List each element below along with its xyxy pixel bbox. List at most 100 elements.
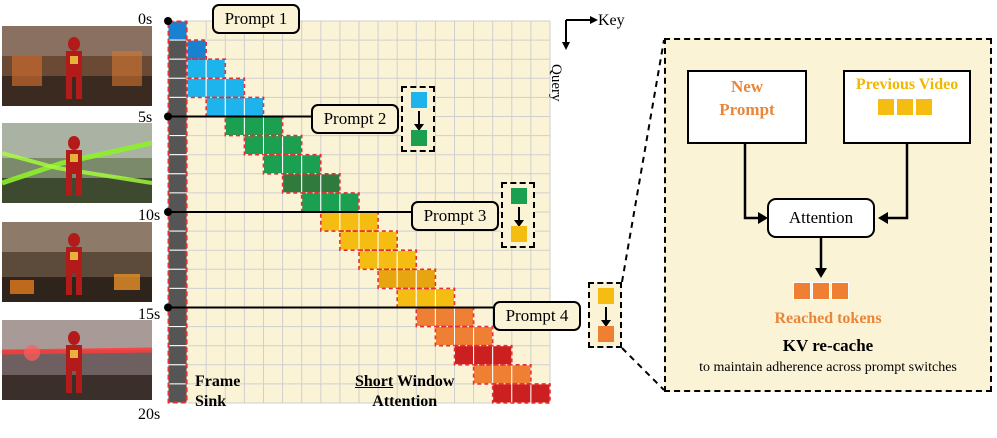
window-cell (396, 249, 417, 270)
window-cell (396, 268, 417, 289)
prompt-switch-marker (164, 112, 172, 121)
window-cell (339, 230, 360, 251)
window-cell (301, 192, 322, 213)
prompt-switch-3-4 (588, 282, 622, 348)
time-label-0s: 0s (138, 11, 153, 28)
short-window-line1: Short Window (355, 372, 454, 392)
window-word: Window (393, 373, 455, 390)
window-cell (282, 135, 303, 156)
previous-video-label: Previous Video (855, 76, 959, 93)
prompt-3-swatch (511, 226, 527, 242)
frame-sink-cell (167, 383, 188, 404)
frame-sink-cell (167, 77, 188, 98)
frame-sink-cell (167, 249, 188, 270)
window-cell (415, 307, 436, 328)
video-token (896, 98, 914, 116)
window-cell (243, 96, 264, 118)
frame-sink-cell (167, 230, 188, 251)
window-cell (301, 173, 322, 194)
new-prompt-node: New Prompt (687, 70, 807, 144)
window-cell (339, 192, 360, 213)
frame-sink-cell (167, 39, 188, 60)
frame-sink-cell (167, 173, 188, 194)
previous-video-node: Previous Video (843, 70, 971, 144)
window-cell (454, 326, 475, 347)
frame-sink-cell (167, 96, 188, 118)
window-cell (243, 135, 264, 156)
prompt-2-swatch (511, 188, 527, 204)
window-cell (282, 173, 303, 194)
prompt-switch-2-3 (501, 182, 535, 248)
window-cell (358, 249, 379, 270)
window-cell (377, 268, 398, 289)
frame-sink-cell (167, 211, 188, 232)
window-cell (301, 154, 322, 175)
key-axis-label: Key (598, 12, 625, 29)
window-cell (377, 230, 398, 251)
video-token (877, 98, 895, 116)
window-cell (492, 383, 513, 404)
new-prompt-line1: New (730, 77, 764, 96)
window-cell (434, 287, 455, 308)
kv-recache-panel: New Prompt Previous Video Attention Reac… (664, 38, 992, 392)
frame-sink-line1: Frame (195, 373, 241, 390)
window-cell (205, 77, 226, 98)
frame-sink-cell (167, 135, 188, 156)
window-cell (415, 268, 436, 289)
window-cell (454, 345, 475, 366)
frame-sink-cell (167, 364, 188, 385)
frame-sink-cell (167, 326, 188, 347)
prompt-4-box: Prompt 4 (493, 301, 581, 331)
prompt-2-swatch (411, 130, 427, 146)
down-arrow-icon (601, 307, 611, 327)
window-cell (205, 96, 226, 118)
new-prompt-line2: Prompt (719, 99, 775, 119)
window-cell (282, 154, 303, 175)
prompt-switch-marker (164, 208, 172, 216)
window-cell (263, 135, 284, 156)
frame-sink-caption: Frame Sink (195, 372, 240, 412)
video-frame-2 (2, 123, 152, 203)
prompt-1-swatch (411, 92, 427, 108)
window-cell (511, 383, 532, 404)
frame-sink-cell (167, 20, 188, 41)
recached-token-row (793, 282, 853, 302)
window-cell (320, 192, 341, 213)
attention-word: Attention (372, 393, 438, 410)
recached-tokens-label: Reached tokens (774, 310, 882, 327)
window-cell (511, 364, 532, 385)
frame-sink-cell (167, 116, 188, 137)
window-outline (491, 383, 551, 404)
video-frame-4 (2, 320, 152, 400)
start-marker (164, 17, 172, 25)
frame-sink-line2: Sink (195, 393, 227, 410)
window-cell (263, 154, 284, 175)
window-cell (530, 383, 551, 404)
window-cell (186, 77, 207, 98)
window-cell (320, 173, 341, 194)
window-cell (415, 287, 436, 308)
frame-sink-cell (167, 58, 188, 79)
time-label-5s: 5s (138, 109, 153, 126)
video-frame-1 (2, 26, 152, 106)
window-cell (358, 230, 379, 251)
short-underlined: Short (355, 373, 394, 390)
prompt-3-swatch (598, 288, 614, 304)
window-cell (396, 287, 417, 308)
prompt-switch-1-2 (401, 86, 435, 152)
frame-sink-cell (167, 287, 188, 308)
window-cell (224, 116, 245, 137)
window-cell (492, 345, 513, 366)
kv-recache-subtitle: to maintain adherence across prompt swit… (699, 360, 957, 375)
time-label-10s: 10s (138, 207, 161, 224)
frame-sink-cell (167, 307, 188, 328)
video-frame-3 (2, 222, 152, 302)
window-cell (205, 58, 226, 79)
kv-recache-title: KV re-cache (782, 336, 874, 355)
window-cell (473, 345, 494, 366)
down-arrow-icon (514, 207, 524, 227)
window-cell (224, 77, 245, 98)
window-cell (339, 211, 360, 232)
window-cell (263, 116, 284, 137)
prompt-2-box: Prompt 2 (311, 104, 399, 134)
